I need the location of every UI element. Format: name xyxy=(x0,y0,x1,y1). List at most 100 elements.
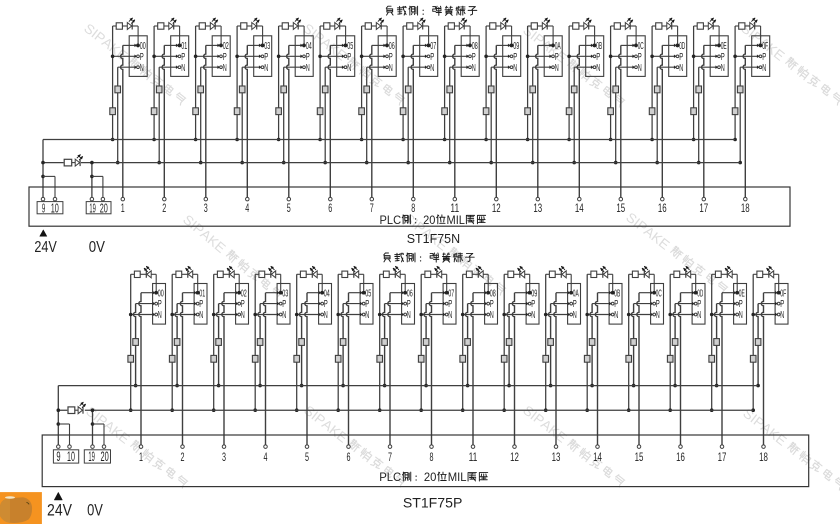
svg-text:P: P xyxy=(555,52,559,63)
svg-text:14: 14 xyxy=(593,450,602,464)
svg-text:03: 03 xyxy=(264,41,270,52)
svg-text:P: P xyxy=(614,299,618,310)
svg-text:19: 19 xyxy=(89,200,95,215)
svg-text:ST1F75N: ST1F75N xyxy=(407,231,460,246)
svg-text:11: 11 xyxy=(450,201,459,215)
svg-text:N: N xyxy=(780,310,784,321)
svg-text:11: 11 xyxy=(469,450,478,464)
svg-text:0B: 0B xyxy=(596,41,602,52)
svg-text:9: 9 xyxy=(56,449,60,464)
svg-text:24V: 24V xyxy=(34,239,57,256)
svg-text:1: 1 xyxy=(139,450,143,464)
svg-text:P: P xyxy=(181,52,185,63)
svg-text:0D: 0D xyxy=(679,41,685,52)
svg-text:N: N xyxy=(490,310,494,321)
svg-text:P: P xyxy=(472,52,476,63)
svg-text:0V: 0V xyxy=(87,501,103,520)
svg-text:N: N xyxy=(365,310,369,321)
svg-text:3: 3 xyxy=(204,201,208,215)
svg-text:12: 12 xyxy=(492,201,501,215)
svg-text:P: P xyxy=(679,52,683,63)
svg-text:0D: 0D xyxy=(697,288,703,299)
svg-text:N: N xyxy=(306,63,310,74)
svg-text:0V: 0V xyxy=(89,239,105,256)
svg-text:04: 04 xyxy=(324,288,330,299)
svg-text:P: P xyxy=(430,52,434,63)
svg-text:01: 01 xyxy=(181,41,187,52)
svg-text:N: N xyxy=(448,310,452,321)
svg-text:P: P xyxy=(656,299,660,310)
svg-text:02: 02 xyxy=(223,41,229,52)
svg-text:P: P xyxy=(448,299,452,310)
svg-text:M: M xyxy=(448,470,457,484)
svg-text:N: N xyxy=(347,63,351,74)
svg-text:2: 2 xyxy=(181,450,185,464)
svg-text:10: 10 xyxy=(51,200,59,215)
svg-text:06: 06 xyxy=(407,288,413,299)
svg-text:N: N xyxy=(430,63,434,74)
svg-text:4: 4 xyxy=(264,450,268,464)
svg-text:P: P xyxy=(380,213,387,227)
svg-text:08: 08 xyxy=(490,288,496,299)
svg-text:I: I xyxy=(456,213,459,227)
svg-text:00: 00 xyxy=(158,288,164,299)
svg-text:6: 6 xyxy=(328,201,332,215)
svg-text:5: 5 xyxy=(305,450,309,464)
svg-text:N: N xyxy=(656,310,660,321)
svg-text:P: P xyxy=(780,299,784,310)
svg-text:C: C xyxy=(393,213,401,227)
svg-text:N: N xyxy=(181,63,185,74)
svg-text:N: N xyxy=(324,310,328,321)
svg-text:C: C xyxy=(393,470,401,484)
svg-text:P: P xyxy=(407,299,411,310)
svg-text:20: 20 xyxy=(100,449,108,464)
svg-text:24V: 24V xyxy=(47,501,73,520)
svg-text:14: 14 xyxy=(575,201,584,215)
svg-text:18: 18 xyxy=(759,450,768,464)
svg-text:P: P xyxy=(596,52,600,63)
svg-text:N: N xyxy=(739,310,743,321)
svg-text:03: 03 xyxy=(282,288,288,299)
svg-text:2: 2 xyxy=(424,470,431,484)
svg-text:7: 7 xyxy=(370,201,374,215)
svg-text:0C: 0C xyxy=(638,41,644,52)
svg-text:N: N xyxy=(158,310,162,321)
svg-text:N: N xyxy=(762,63,766,74)
svg-text:P: P xyxy=(264,52,268,63)
svg-text:5: 5 xyxy=(287,201,291,215)
svg-text:I: I xyxy=(457,470,460,484)
svg-text:L: L xyxy=(387,470,394,484)
svg-text:P: P xyxy=(762,52,766,63)
svg-text:9: 9 xyxy=(42,200,45,215)
svg-text:P: P xyxy=(223,52,227,63)
svg-text:P: P xyxy=(531,299,535,310)
svg-text:N: N xyxy=(697,310,701,321)
svg-text:06: 06 xyxy=(389,41,395,52)
svg-text:P: P xyxy=(721,52,725,63)
svg-text:3: 3 xyxy=(222,450,226,464)
svg-text:0F: 0F xyxy=(762,41,768,52)
svg-text:ST1F75P: ST1F75P xyxy=(403,495,463,511)
svg-text:P: P xyxy=(573,299,577,310)
svg-text:18: 18 xyxy=(741,201,750,215)
svg-text:L: L xyxy=(459,213,465,227)
svg-text:N: N xyxy=(573,310,577,321)
svg-text:0E: 0E xyxy=(739,288,745,299)
svg-text:0F: 0F xyxy=(780,288,786,299)
svg-text:01: 01 xyxy=(199,288,205,299)
svg-text:07: 07 xyxy=(448,288,454,299)
svg-text:0: 0 xyxy=(429,213,435,227)
svg-text:N: N xyxy=(679,63,683,74)
svg-text:13: 13 xyxy=(533,201,542,215)
svg-text:P: P xyxy=(199,299,203,310)
svg-text:4: 4 xyxy=(245,201,249,215)
svg-text:09: 09 xyxy=(513,41,519,52)
svg-text:15: 15 xyxy=(635,450,644,464)
svg-text:P: P xyxy=(241,299,245,310)
svg-text:N: N xyxy=(721,63,725,74)
svg-text:N: N xyxy=(531,310,535,321)
svg-text:N: N xyxy=(241,310,245,321)
svg-text:M: M xyxy=(447,213,456,227)
svg-text:2: 2 xyxy=(162,201,166,215)
svg-text:2: 2 xyxy=(423,213,429,227)
